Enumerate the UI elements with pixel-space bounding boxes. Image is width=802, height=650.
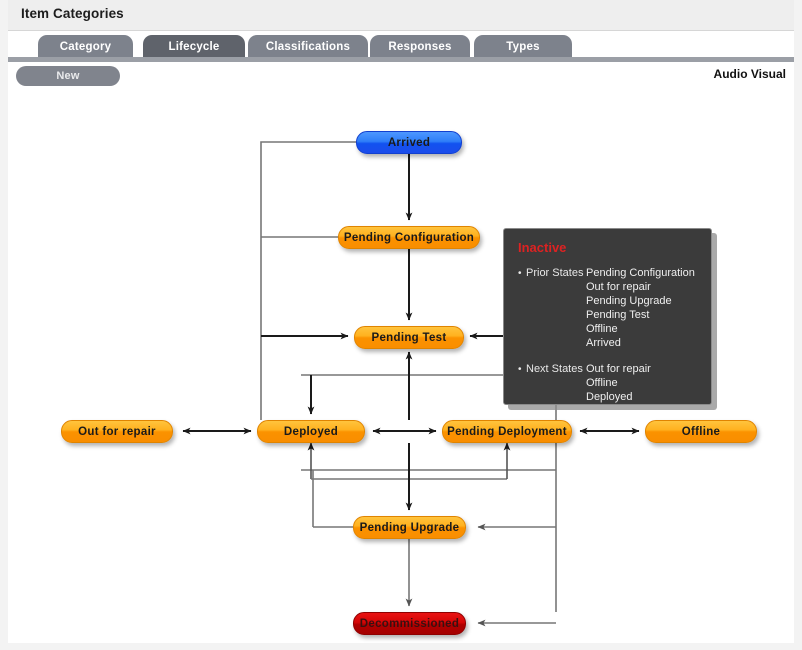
state-node-decommissioned[interactable]: Decommissioned (353, 612, 466, 635)
state-node-out-for-repair[interactable]: Out for repair (61, 420, 173, 443)
tab-bar-underline (8, 57, 794, 62)
tab-lifecycle[interactable]: Lifecycle (143, 35, 245, 59)
state-node-pending-deployment[interactable]: Pending Deployment (442, 420, 572, 443)
tooltip-section-key: Next States (526, 363, 583, 375)
tab-types[interactable]: Types (474, 35, 572, 59)
state-node-pending-upgrade[interactable]: Pending Upgrade (353, 516, 466, 539)
new-button[interactable]: New (16, 66, 120, 86)
category-name-label: Audio Visual (713, 67, 786, 81)
state-node-pending-config[interactable]: Pending Configuration (338, 226, 480, 249)
tab-classifications[interactable]: Classifications (248, 35, 368, 59)
state-node-arrived[interactable]: Arrived (356, 131, 462, 154)
tooltip-section-value: Offline (586, 377, 618, 389)
state-node-pending-test[interactable]: Pending Test (354, 326, 464, 349)
tab-category[interactable]: Category (38, 35, 133, 59)
tooltip-section-value: Pending Test (586, 309, 650, 321)
tooltip-section-value: Pending Upgrade (586, 295, 672, 307)
state-node-deployed[interactable]: Deployed (257, 420, 365, 443)
window-titlebar: Item Categories (8, 0, 794, 31)
tooltip-section-value: Out for repair (586, 363, 651, 375)
action-toolbar: New Audio Visual (8, 62, 794, 90)
tooltip-section-value: Pending Configuration (586, 267, 695, 279)
page-gutter-bottom (0, 643, 802, 650)
diagram-connectors (182, 141, 640, 627)
page-gutter-right (794, 0, 802, 650)
state-node-offline[interactable]: Offline (645, 420, 757, 443)
tooltip-section-value: Offline (586, 323, 618, 335)
tab-responses[interactable]: Responses (370, 35, 470, 59)
tooltip-title: Inactive (518, 240, 567, 255)
page-title: Item Categories (21, 6, 124, 21)
tooltip-section-value: Arrived (586, 337, 621, 349)
tooltip-bullet-icon: • (518, 364, 522, 375)
tooltip-section-key: Prior States (526, 267, 584, 279)
page-gutter-left (0, 0, 8, 650)
tooltip-section-value: Out for repair (586, 281, 651, 293)
tooltip-bullet-icon: • (518, 268, 522, 279)
tooltip-section-value: Deployed (586, 391, 633, 403)
